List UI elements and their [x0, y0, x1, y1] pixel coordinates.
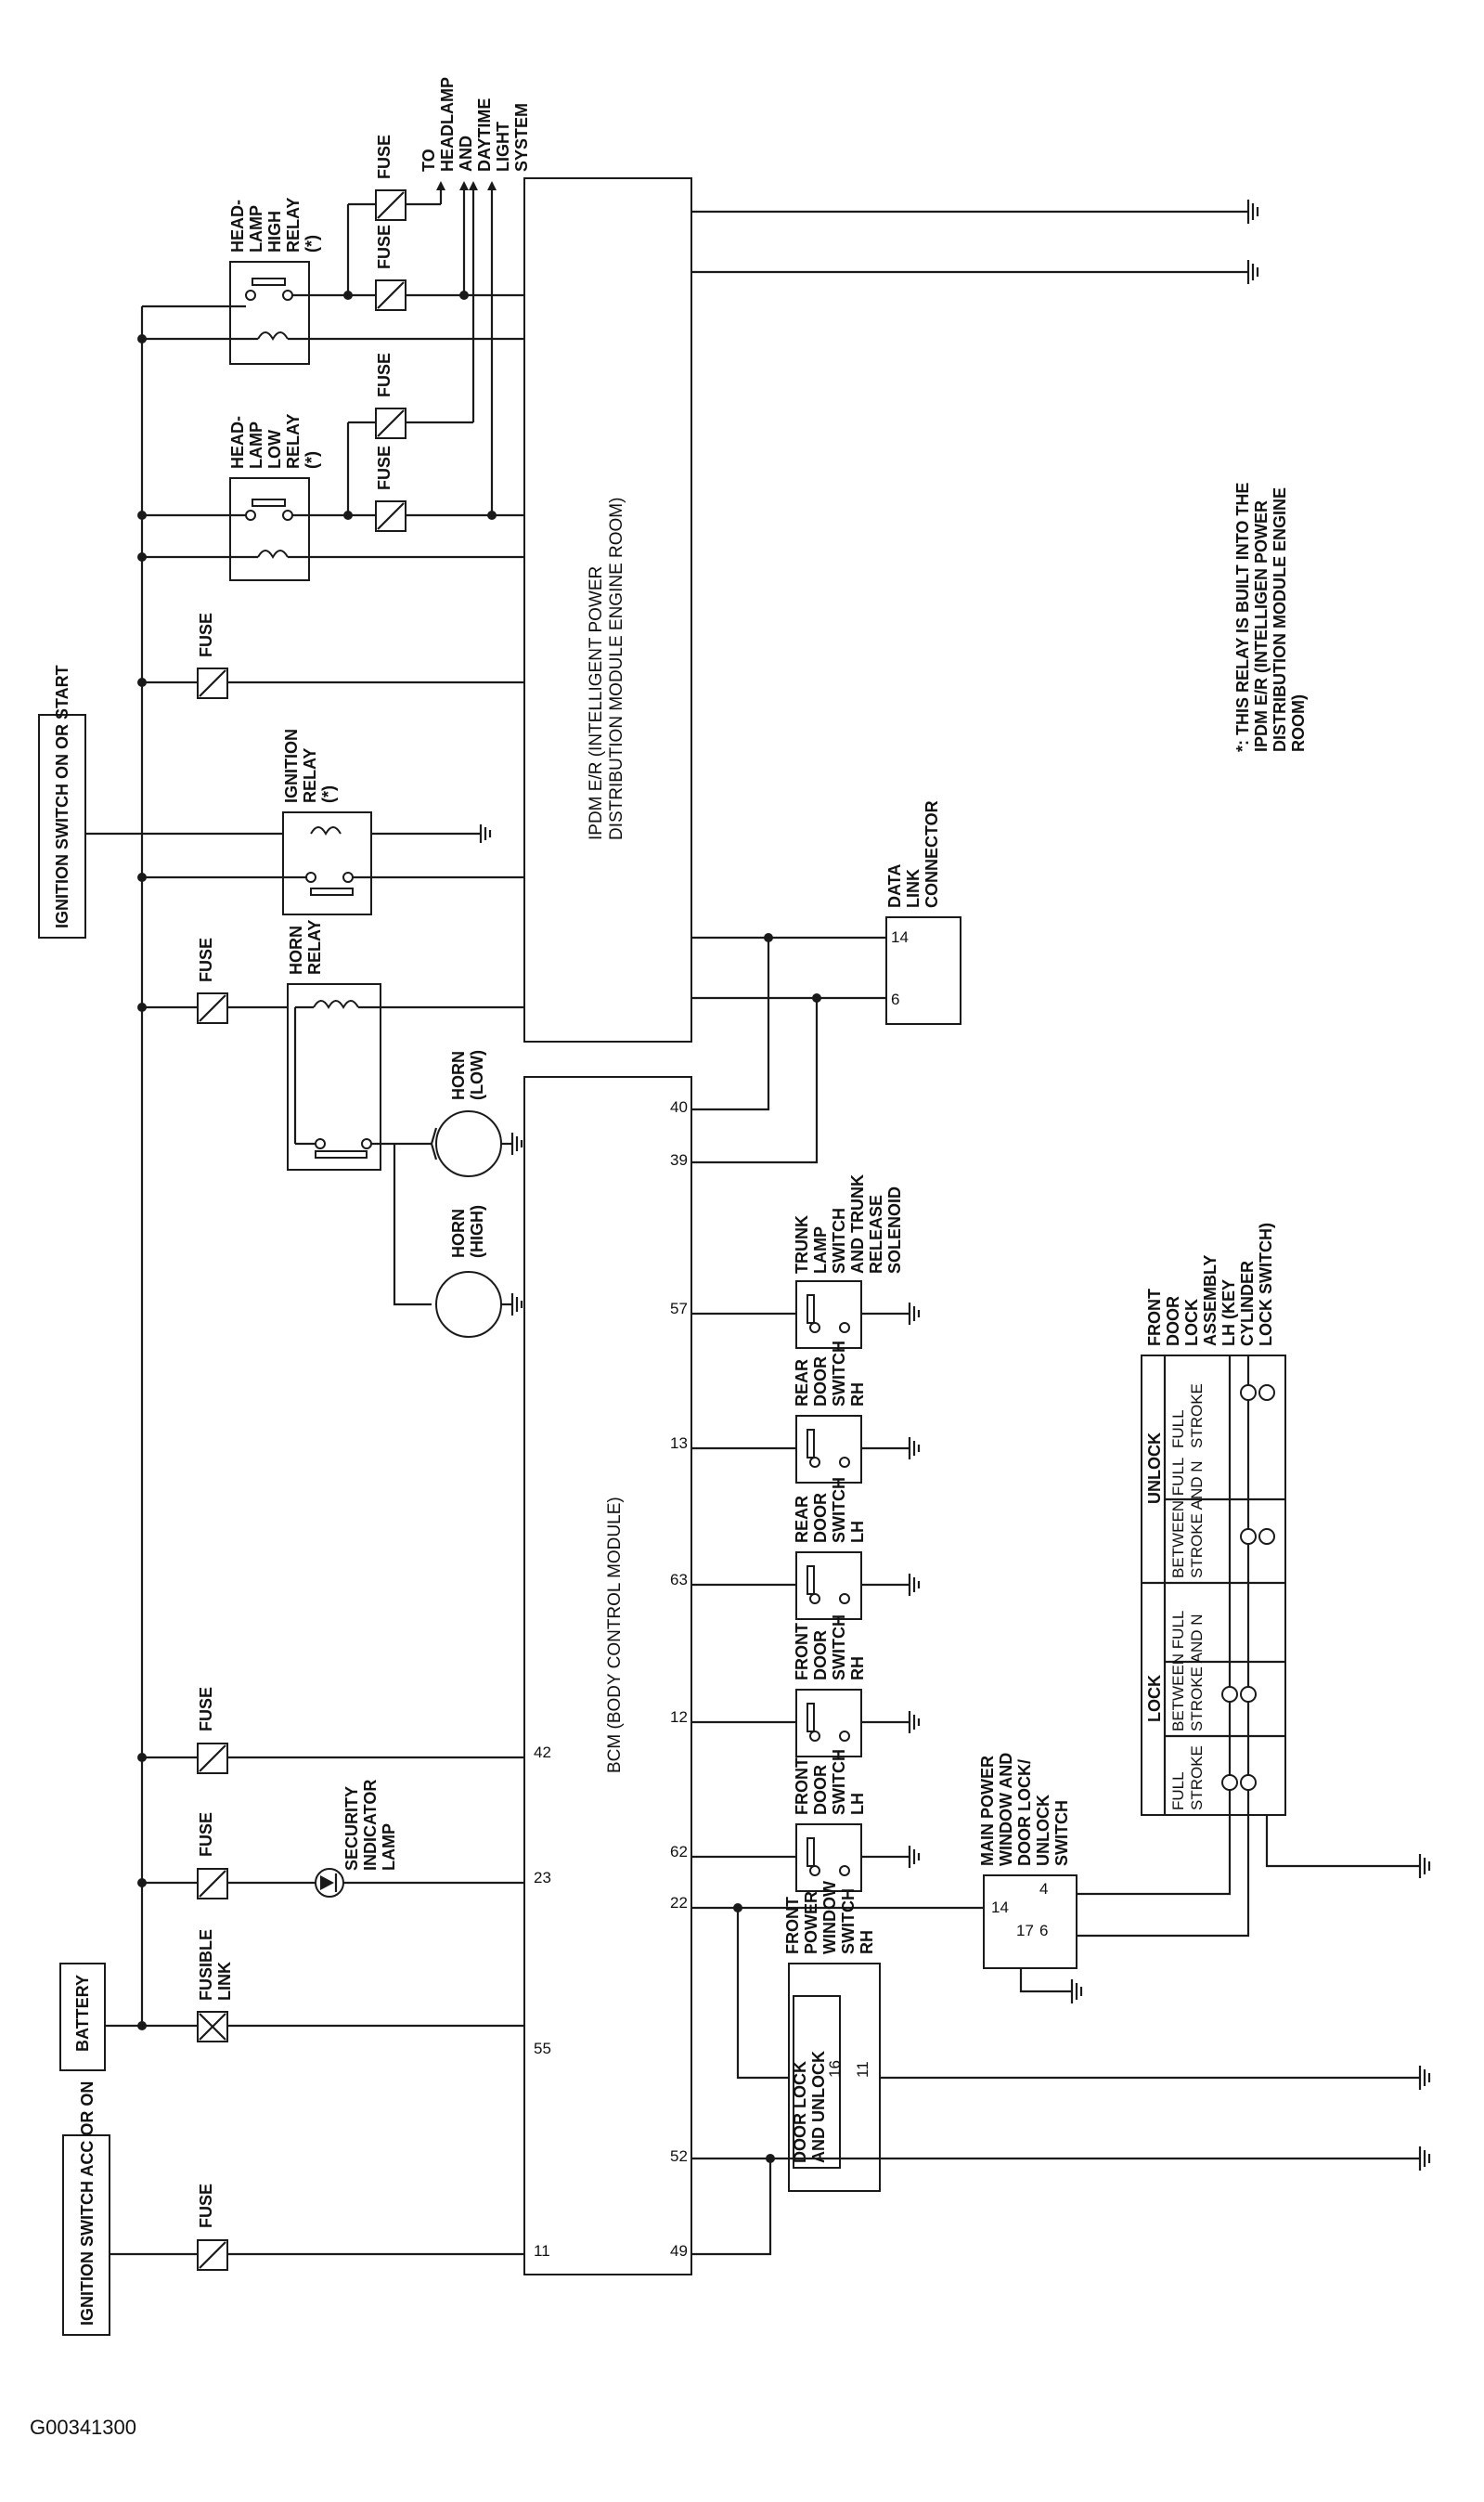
svg-text:LOCK: LOCK [1145, 1675, 1164, 1722]
data-link-connector: 14 6 DATALINKCONNECTOR [691, 800, 961, 1164]
svg-text:TOHEADLAMPANDDAYTIMELIGHTSYSTE: TOHEADLAMPANDDAYTIMELIGHTSYSTEM [419, 77, 531, 172]
svg-text:TRUNKLAMPSWITCHAND TRUNKRELEAS: TRUNKLAMPSWITCHAND TRUNKRELEASESOLENOID [793, 1174, 904, 1274]
svg-text:SECURITYINDICATORLAMP: SECURITYINDICATORLAMP [342, 1780, 398, 1871]
fusible-link-pin55: FUSIBLELINK [142, 1929, 524, 2042]
svg-text:FUSE: FUSE [197, 938, 215, 982]
svg-text:62: 62 [670, 1843, 688, 1860]
svg-text:HEAD-LAMPHIGHRELAY(*): HEAD-LAMPHIGHRELAY(*) [228, 198, 321, 253]
svg-text:57: 57 [670, 1300, 688, 1317]
relay-note: *: THIS RELAY IS BUILT INTO THEIPDM E/R … [1233, 483, 1308, 752]
svg-text:IPDM E/R (INTELLIGENT POWER: IPDM E/R (INTELLIGENT POWER DISTRIBUTION… [587, 498, 626, 840]
svg-text:DOOR LOCKAND UNLOCK: DOOR LOCKAND UNLOCK [791, 2051, 828, 2163]
rear-door-switch-lh: REARDOORSWITCHLH [691, 1477, 921, 1620]
svg-text:6: 6 [1039, 1922, 1048, 1939]
svg-text:FRONTDOORSWITCHRH: FRONTDOORSWITCHRH [793, 1614, 867, 1680]
svg-text:63: 63 [670, 1571, 688, 1588]
svg-text:14: 14 [891, 928, 909, 946]
svg-text:42: 42 [534, 1744, 551, 1761]
svg-text:FUSE: FUSE [375, 446, 394, 490]
svg-text:*: THIS RELAY IS BUILT INTO T: *: THIS RELAY IS BUILT INTO THEIPDM E/R … [1233, 483, 1308, 752]
svg-text:REARDOORSWITCHRH: REARDOORSWITCHRH [793, 1341, 867, 1407]
svg-text:39: 39 [670, 1151, 688, 1169]
svg-text:FRONTDOORLOCKASSEMBLYLH (KEYCY: FRONTDOORLOCKASSEMBLYLH (KEYCYLINDERLOCK… [1145, 1223, 1275, 1346]
fuse-pin23: FUSE SECURITYINDICATORLAMP [137, 1780, 524, 1899]
ipdm-module: IPDM E/R (INTELLIGENT POWER DISTRIBUTION… [523, 177, 692, 1043]
front-pw-switch-rh: 16 11 DOOR LOCKAND UNLOCK FUSE FRONTPOWE… [691, 1881, 1431, 2192]
ign-start-label: IGNITION SWITCH ON OR START [53, 665, 71, 928]
power-source-ign-start: IGNITION SWITCH ON OR START [38, 665, 86, 939]
svg-text:FULLSTROKE: FULLSTROKE [1169, 1383, 1206, 1448]
svg-text:HEAD-LAMPLOWRELAY(*): HEAD-LAMPLOWRELAY(*) [228, 414, 321, 469]
trunk-switch: TRUNKLAMPSWITCHAND TRUNKRELEASESOLENOID [691, 1174, 921, 1349]
svg-text:13: 13 [670, 1434, 688, 1452]
svg-text:REARDOORSWITCHLH: REARDOORSWITCHLH [793, 1477, 867, 1543]
lock-switch-table: LOCK UNLOCK FULLSTROKE BETWEEN FULLSTROK… [1141, 1223, 1431, 1878]
to-headlamp-arrows: TOHEADLAMPANDDAYTIMELIGHTSYSTEM [419, 77, 531, 520]
svg-text:FRONTPOWERWINDOWSWITCHRH: FRONTPOWERWINDOWSWITCHRH [783, 1881, 876, 1954]
svg-text:6: 6 [891, 991, 899, 1008]
svg-text:DATALINKCONNECTOR: DATALINKCONNECTOR [885, 800, 941, 908]
svg-text:FUSE: FUSE [197, 2184, 215, 2228]
svg-text:HORN(LOW): HORN(LOW) [449, 1050, 486, 1100]
svg-text:12: 12 [670, 1708, 688, 1726]
svg-text:11: 11 [534, 2242, 550, 2260]
diagram-id: G00341300 [30, 2416, 136, 2439]
horn-low: HORN(LOW) [430, 1050, 523, 1177]
front-door-switch-rh: FRONTDOORSWITCHRH [691, 1614, 921, 1757]
ipdm-grounds [691, 200, 1259, 284]
fuse-pin11: FUSE [110, 2184, 524, 2271]
svg-text:FUSIBLELINK: FUSIBLELINK [197, 1929, 234, 2001]
svg-text:FUSE: FUSE [375, 353, 394, 397]
svg-text:40: 40 [670, 1098, 688, 1116]
power-source-battery: BATTERY [59, 1963, 106, 2071]
svg-text:MAIN POWERWINDOW ANDDOOR LOCK/: MAIN POWERWINDOW ANDDOOR LOCK/UNLOCKSWIT… [978, 1753, 1071, 1866]
front-door-switch-lh: FRONTDOORSWITCHLH [691, 1749, 921, 1892]
headlamp-low-relay: HEAD-LAMPLOWRELAY(*) FUSE FUSE [137, 353, 524, 581]
svg-text:HORNRELAY: HORNRELAY [287, 920, 324, 975]
svg-text:11: 11 [854, 2061, 871, 2078]
svg-text:16: 16 [826, 2060, 844, 2078]
svg-text:FRONTDOORSWITCHLH: FRONTDOORSWITCHLH [793, 1749, 867, 1815]
ignition-relay: IGNITIONRELAY(*) [85, 729, 524, 915]
svg-text:17: 17 [1016, 1922, 1034, 1939]
svg-text:FULLSTROKE: FULLSTROKE [1169, 1745, 1206, 1810]
svg-text:4: 4 [1039, 1880, 1048, 1898]
svg-text:HORN(HIGH): HORN(HIGH) [449, 1205, 486, 1258]
bcm-pin-labels: 11 55 23 42 49 52 22 62 12 63 13 57 39 4… [534, 1098, 688, 2260]
fuse-ipdm: FUSE [137, 613, 524, 699]
svg-text:BETWEEN FULLSTROKE AND N: BETWEEN FULLSTROKE AND N [1169, 1458, 1206, 1578]
svg-text:IGNITIONRELAY(*): IGNITIONRELAY(*) [282, 729, 338, 803]
fuse-pin42: FUSE [137, 1687, 524, 1774]
svg-text:FUSE: FUSE [375, 135, 394, 179]
svg-text:23: 23 [534, 1869, 551, 1886]
svg-text:FUSE: FUSE [197, 1812, 215, 1857]
svg-text:14: 14 [991, 1899, 1009, 1916]
svg-text:55: 55 [534, 2040, 551, 2057]
bcm-label: BCM (BODY CONTROL MODULE) [605, 1497, 625, 1773]
headlamp-high-relay: HEAD-LAMPHIGHRELAY(*) FUSE FUSE [137, 135, 524, 365]
power-source-ign-acc: IGNITION SWITCH ACC OR ON [62, 2081, 110, 2336]
svg-text:FUSE: FUSE [197, 613, 215, 657]
horn-relay: FUSE HORNRELAY [137, 920, 524, 1171]
bcm-ground-52-49 [691, 2146, 1431, 2256]
ign-acc-label: IGNITION SWITCH ACC OR ON [78, 2081, 97, 2326]
svg-text:FUSE: FUSE [375, 225, 394, 269]
main-pw-switch: 14 17 4 6 MAIN POWERWINDOW ANDDOOR LOCK/… [978, 1753, 1250, 2003]
svg-text:49: 49 [670, 2242, 688, 2260]
horn-high: HORN(HIGH) [393, 1144, 523, 1338]
svg-text:22: 22 [670, 1894, 688, 1912]
svg-text:BETWEEN FULLSTROKE AND N: BETWEEN FULLSTROKE AND N [1169, 1611, 1206, 1731]
bcm-module: BCM (BODY CONTROL MODULE) [523, 1076, 692, 2275]
rear-door-switch-rh: REARDOORSWITCHRH [691, 1341, 921, 1484]
svg-text:52: 52 [670, 2147, 688, 2165]
svg-text:UNLOCK: UNLOCK [1145, 1432, 1164, 1504]
svg-text:FUSE: FUSE [197, 1687, 215, 1731]
battery-label: BATTERY [73, 1975, 92, 2052]
